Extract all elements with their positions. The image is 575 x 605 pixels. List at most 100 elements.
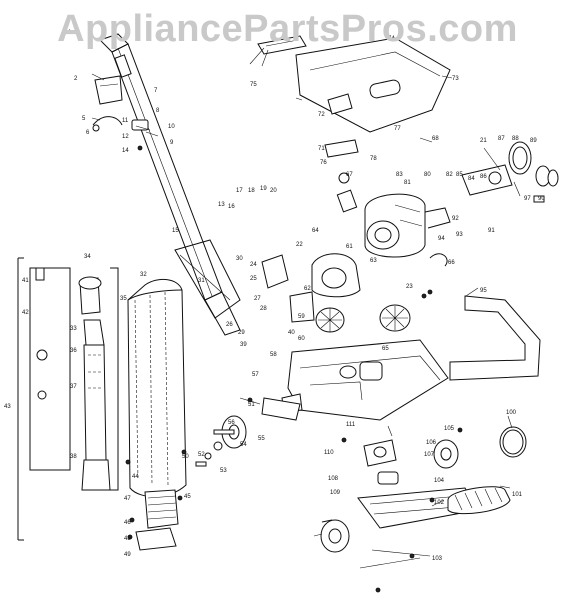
- part-label: 37: [70, 384, 77, 390]
- part-label: 40: [288, 330, 295, 336]
- part-label: 103: [432, 556, 443, 562]
- part-label: 51: [248, 402, 255, 408]
- part-label: 77: [394, 126, 401, 132]
- part-label: 88: [512, 136, 519, 142]
- part-label: 38: [70, 454, 77, 460]
- part-label: 75: [250, 82, 257, 88]
- bottom-plate-part: [357, 471, 479, 529]
- part-label: 109: [330, 490, 341, 496]
- part-label: 32: [140, 272, 147, 278]
- part-label: 87: [498, 136, 505, 142]
- part-label: 53: [220, 468, 227, 474]
- part-label: 42: [22, 310, 29, 316]
- part-label: 21: [480, 138, 487, 144]
- axle-washers: [195, 441, 223, 467]
- part-labels: 1 2 5 6 7 8 9 10 11 12 14 15 13 16 17 18…: [4, 30, 545, 562]
- misc-screws: [247, 289, 463, 593]
- part-label: 60: [298, 336, 305, 342]
- part-label: 63: [370, 258, 377, 264]
- pulley-set-part: [533, 165, 559, 203]
- part-label: 89: [530, 138, 537, 144]
- rear-wheel-right: [433, 439, 459, 469]
- part-label: 33: [70, 326, 77, 332]
- part-label: 58: [270, 352, 277, 358]
- cord-spring-part: [135, 489, 179, 551]
- part-label: 65: [382, 346, 389, 352]
- part-label: 106: [426, 440, 437, 446]
- part-label: 1: [68, 30, 72, 36]
- part-label: 11: [122, 118, 129, 124]
- drive-belt-part: [499, 426, 527, 458]
- part-label: 5: [82, 116, 86, 122]
- part-label: 102: [434, 500, 445, 506]
- part-label: 55: [258, 436, 265, 442]
- part-label: 26: [226, 322, 233, 328]
- headlight-bulb-part: [324, 139, 359, 184]
- part-label: 108: [328, 476, 339, 482]
- part-label: 66: [448, 260, 455, 266]
- part-label: 105: [444, 426, 455, 432]
- part-label: 56: [228, 420, 235, 426]
- part-label: 31: [198, 278, 205, 284]
- part-label: 92: [452, 216, 459, 222]
- part-label: 8: [156, 108, 160, 114]
- misc-screws-left: [125, 449, 187, 540]
- part-label: 23: [406, 284, 413, 290]
- part-label: 35: [120, 296, 127, 302]
- part-label: 43: [4, 404, 11, 410]
- part-label: 10: [168, 124, 175, 130]
- fan-ring-part: [379, 304, 411, 332]
- height-adjust-knob-part: [261, 397, 301, 421]
- part-label: 91: [488, 228, 495, 234]
- belt-guard-part: [363, 439, 397, 467]
- part-label: 59: [298, 314, 305, 320]
- part-label: 30: [236, 256, 243, 262]
- cord-clip-part: [92, 116, 123, 132]
- part-label: 36: [70, 348, 77, 354]
- part-label: 15: [172, 228, 179, 234]
- part-label: 80: [424, 172, 431, 178]
- part-label: 9: [170, 140, 174, 146]
- part-label: 17: [236, 188, 243, 194]
- part-label: 14: [122, 148, 129, 154]
- part-label: 24: [250, 262, 257, 268]
- part-label: 61: [346, 244, 353, 250]
- base-nozzle-part: [281, 339, 449, 421]
- part-label: 104: [434, 478, 445, 484]
- part-label: 54: [240, 442, 247, 448]
- cord-hook-part: [94, 75, 123, 105]
- part-label: 28: [260, 306, 267, 312]
- part-label: 50: [182, 454, 189, 460]
- part-label: 52: [198, 452, 205, 458]
- part-label: 46: [124, 520, 131, 526]
- part-label: 29: [238, 330, 245, 336]
- part-label: 57: [252, 372, 259, 378]
- part-label: 41: [22, 278, 29, 284]
- part-label: 2: [74, 76, 78, 82]
- bag-bracket-part: [17, 257, 71, 541]
- part-label: 111: [346, 422, 356, 428]
- part-label: 93: [456, 232, 463, 238]
- part-label: 83: [396, 172, 403, 178]
- leader-lines: [91, 47, 521, 569]
- part-label: 18: [248, 188, 255, 194]
- part-label: 67: [346, 172, 353, 178]
- part-label: 81: [404, 180, 411, 186]
- part-label: 64: [312, 228, 319, 234]
- fan-chamber-part: [311, 253, 361, 298]
- part-label: 45: [184, 494, 191, 500]
- dust-bag-part: [127, 278, 187, 498]
- part-label: 86: [480, 174, 487, 180]
- part-label: 34: [84, 254, 91, 260]
- part-label: 95: [480, 288, 487, 294]
- exhaust-elbow-part: [261, 254, 315, 323]
- motor-assembly: [336, 189, 451, 258]
- part-label: 62: [304, 286, 311, 292]
- part-label: 76: [320, 160, 327, 166]
- part-label: 100: [506, 410, 517, 416]
- part-label: 107: [424, 452, 435, 458]
- part-label: 48: [124, 536, 131, 542]
- part-label: 101: [512, 492, 523, 498]
- bumper-part: [449, 295, 541, 381]
